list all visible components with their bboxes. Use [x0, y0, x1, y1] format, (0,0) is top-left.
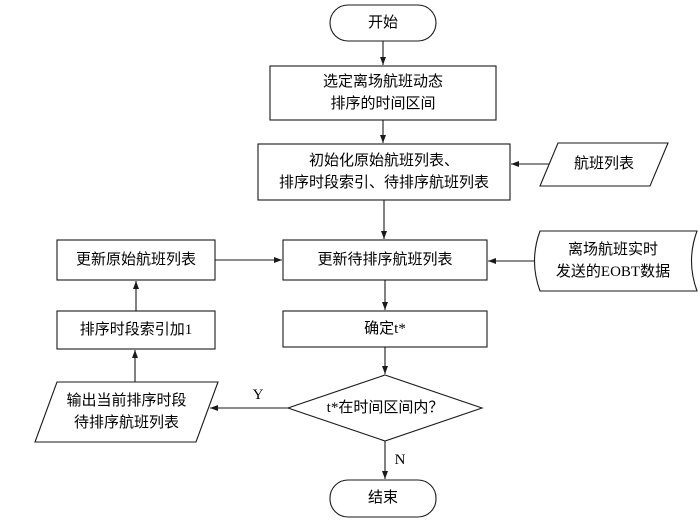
initialize-process-shape — [257, 143, 511, 201]
determine-t-process-shape — [282, 310, 488, 348]
eobt-stored-data-shape — [533, 230, 698, 292]
update-original-process-shape — [56, 239, 216, 281]
flight-list-io-parallelogram-shape — [539, 142, 669, 187]
update-pending-process-shape — [282, 239, 488, 281]
select-interval-process-shape — [269, 65, 497, 121]
start-terminator-shape — [329, 4, 437, 42]
output-io-parallelogram-shape — [34, 381, 219, 443]
index-increment-process-shape — [56, 310, 216, 350]
end-terminator-shape — [329, 479, 437, 518]
decision-diamond-shape — [286, 374, 484, 442]
